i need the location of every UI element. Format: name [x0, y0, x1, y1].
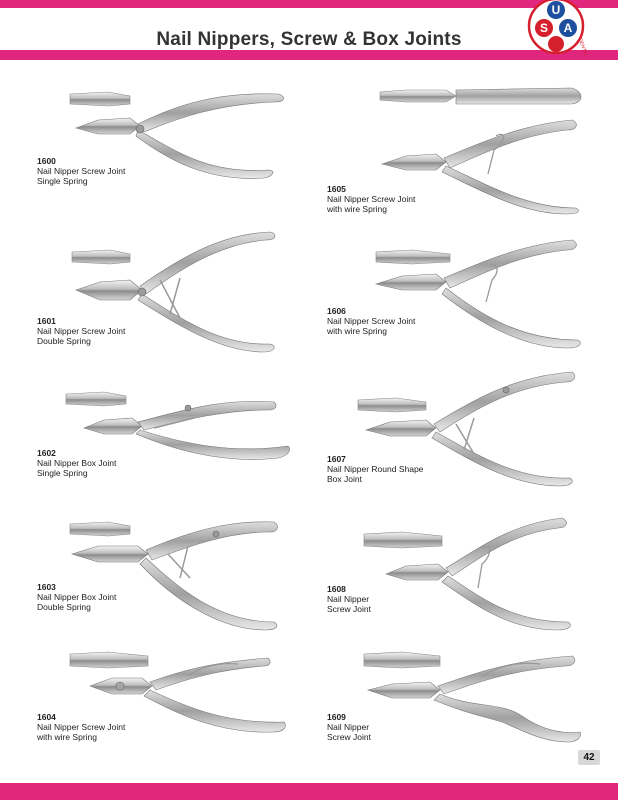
product-line1: Nail Nipper Screw Joint: [37, 326, 126, 336]
logo-letter-a: A: [564, 21, 573, 35]
product-code: 1608: [327, 584, 346, 594]
product-line1: Nail Nipper Round Shape: [327, 464, 424, 474]
usa-dental-logo: U S A DENTAL: [527, 0, 589, 58]
product-caption-1605: 1605 Nail Nipper Screw Joint with wire S…: [327, 184, 415, 214]
product-line2: Single Spring: [37, 176, 88, 186]
nipper-1607-image: [357, 371, 576, 487]
product-code: 1605: [327, 184, 346, 194]
footer-pink-band: [0, 783, 618, 800]
nipper-1600-image: [69, 91, 284, 179]
product-caption-1606: 1606 Nail Nipper Screw Joint with wire S…: [327, 306, 415, 336]
product-line1: Nail Nipper Screw Joint: [327, 316, 416, 326]
product-caption-1601: 1601 Nail Nipper Screw Joint Double Spri…: [37, 316, 125, 346]
product-code: 1600: [37, 156, 56, 166]
product-line1: Nail Nipper Box Joint: [37, 458, 117, 468]
nipper-1609-image: [363, 651, 581, 743]
product-code: 1602: [37, 448, 56, 458]
product-code: 1603: [37, 582, 56, 592]
product-code: 1604: [37, 712, 56, 722]
product-line1: Nail Nipper Screw Joint: [37, 166, 126, 176]
product-line1: Nail Nipper Box Joint: [37, 592, 117, 602]
product-caption-1609: 1609 Nail Nipper Screw Joint: [327, 712, 371, 742]
nipper-1604-image: [69, 651, 286, 733]
product-caption-1607: 1607 Nail Nipper Round Shape Box Joint: [327, 454, 423, 484]
nipper-1602-image: [65, 391, 290, 460]
product-line2: Single Spring: [37, 468, 88, 478]
product-line2: Box Joint: [327, 474, 362, 484]
nipper-1606-image: [374, 239, 581, 349]
nipper-1605-image: [379, 87, 582, 215]
logo-subtext: DENTAL: [577, 38, 589, 58]
product-line1: Nail Nipper Screw Joint: [327, 194, 416, 204]
product-caption-1602: 1602 Nail Nipper Box Joint Single Spring: [37, 448, 116, 478]
product-line2: with wire Spring: [37, 732, 97, 742]
product-line1: Nail Nipper: [327, 722, 370, 732]
product-line2: Screw Joint: [327, 732, 371, 742]
product-code: 1609: [327, 712, 346, 722]
nipper-1603-image: [69, 521, 278, 631]
nipper-1601-image: [71, 231, 276, 353]
product-code: 1606: [327, 306, 346, 316]
product-caption-1608: 1608 Nail Nipper Screw Joint: [327, 584, 371, 614]
product-line2: with wire Spring: [327, 326, 387, 336]
product-caption-1603: 1603 Nail Nipper Box Joint Double Spring: [37, 582, 116, 612]
product-code: 1601: [37, 316, 56, 326]
product-line1: Nail Nipper: [327, 594, 370, 604]
product-line2: Double Spring: [37, 602, 91, 612]
logo-letter-s: S: [540, 21, 548, 35]
header-pink-band: [0, 50, 618, 60]
page-number: 42: [578, 750, 600, 765]
product-line2: Screw Joint: [327, 604, 371, 614]
product-caption-1600: 1600 Nail Nipper Screw Joint Single Spri…: [37, 156, 125, 186]
nipper-1608-image: [363, 517, 571, 631]
product-line2: Double Spring: [37, 336, 91, 346]
top-pink-band: [0, 0, 618, 8]
product-caption-1604: 1604 Nail Nipper Screw Joint with wire S…: [37, 712, 125, 742]
product-code: 1607: [327, 454, 346, 464]
product-line1: Nail Nipper Screw Joint: [37, 722, 126, 732]
product-line2: with wire Spring: [327, 204, 387, 214]
page-title: Nail Nippers, Screw & Box Joints: [156, 29, 462, 50]
logo-letter-u: U: [552, 3, 561, 17]
